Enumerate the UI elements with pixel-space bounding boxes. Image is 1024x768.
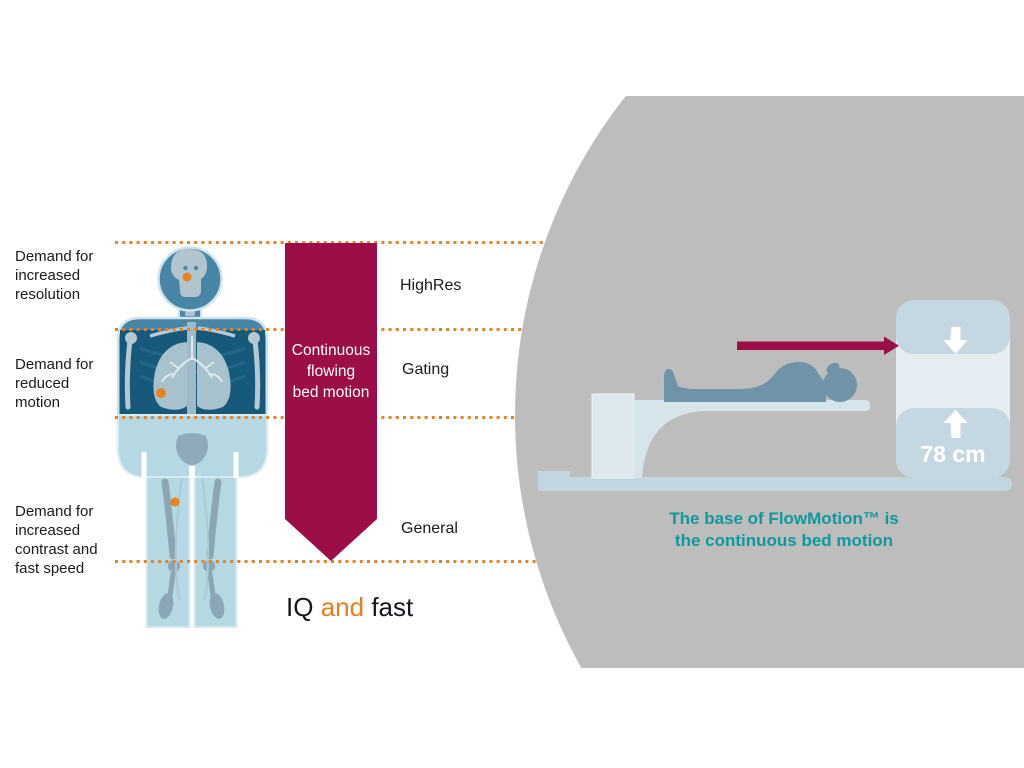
demand-label-contrast: Demand for increased contrast and fast s… bbox=[15, 503, 98, 577]
patient-silhouette bbox=[663, 361, 857, 402]
focus-dot-icon bbox=[182, 272, 192, 282]
patient-table bbox=[634, 400, 870, 478]
demand-label-motion: Demand for reduced motion bbox=[15, 356, 94, 411]
up-arrow-icon bbox=[943, 410, 968, 438]
bore-size-label: 78 cm bbox=[920, 441, 986, 467]
lung-right bbox=[197, 342, 231, 410]
flowmotion-caption: The base of FlowMotion™ is the continuou… bbox=[669, 509, 899, 550]
flow-band-arrow bbox=[285, 243, 377, 561]
right-arrow-icon bbox=[884, 336, 899, 355]
bronchial-tree bbox=[161, 336, 223, 383]
gantry bbox=[896, 300, 1010, 478]
scanner-floor bbox=[538, 477, 1012, 491]
hips bbox=[117, 414, 268, 478]
tagline-fast: fast bbox=[371, 592, 414, 622]
demand-label-resolution: Demand for increased resolution bbox=[15, 248, 94, 303]
focus-dot-icon bbox=[170, 497, 180, 507]
tagline-iq: IQ bbox=[286, 592, 314, 622]
torso bbox=[116, 316, 269, 454]
table-pedestal bbox=[591, 393, 635, 479]
mode-label-highres: HighRes bbox=[400, 277, 462, 294]
focus-dot-icon bbox=[156, 388, 166, 398]
tagline: IQ and fast bbox=[286, 592, 413, 623]
bed-motion-arrow bbox=[737, 336, 899, 355]
down-arrow-icon bbox=[943, 327, 968, 354]
scanner-illustration bbox=[538, 300, 1012, 491]
body-figure bbox=[116, 246, 269, 628]
mode-label-gating: Gating bbox=[402, 361, 450, 378]
tagline-and: and bbox=[320, 592, 365, 622]
mode-label-general: General bbox=[401, 520, 458, 537]
flow-band-label: Continuous flowing bed motion bbox=[291, 342, 371, 401]
